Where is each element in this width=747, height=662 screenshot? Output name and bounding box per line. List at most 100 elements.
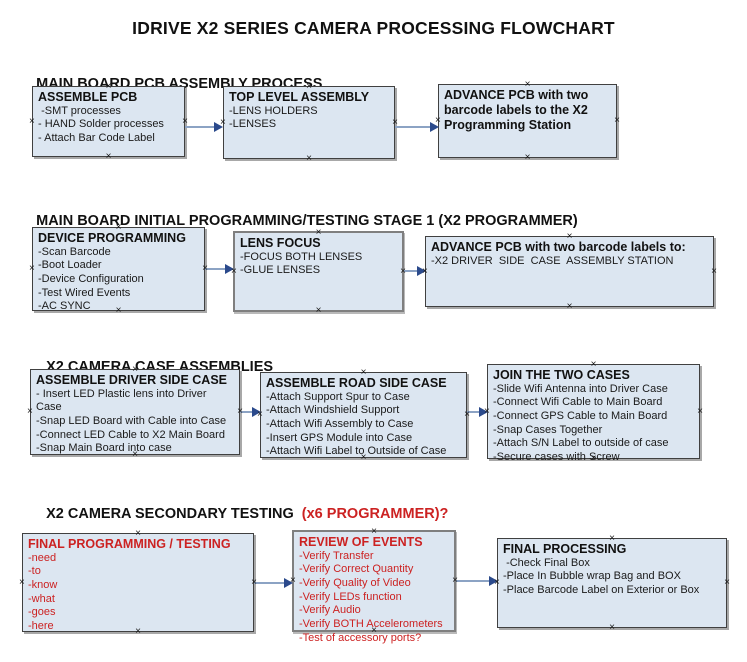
- box-item: -Verify BOTH Accelerometers: [299, 617, 443, 630]
- arrowhead-icon: [284, 578, 293, 588]
- box-item: -goes: [28, 606, 56, 619]
- flow-box-review-of-events: REVIEW OF EVENTS -Verify Transfer-Verify…: [290, 526, 458, 644]
- box-items: -LENS HOLDERS-LENSES: [229, 105, 390, 132]
- box-title: ADVANCE PCB with two barcode labels to t…: [444, 88, 589, 132]
- box-item: -SMT processes: [38, 104, 121, 117]
- connection-point-icon: ×: [452, 575, 458, 586]
- box-items: -SMT processes- HAND Solder processes- A…: [38, 105, 180, 146]
- flow-box-assemble-road-side-case: ASSEMBLE ROAD SIDE CASE -Attach Support …: [257, 368, 470, 463]
- connection-point-icon: ×: [202, 263, 208, 274]
- flow-arrow: [205, 264, 234, 274]
- flow-arrow: [456, 576, 498, 586]
- box-title: TOP LEVEL ASSEMBLY: [229, 90, 370, 104]
- connection-point-icon: ×: [251, 576, 257, 588]
- connection-point-icon: ×: [609, 622, 615, 633]
- connection-point-icon: ×: [105, 81, 112, 92]
- section-header-text: MAIN BOARD INITIAL PROGRAMMING/TESTING S…: [36, 213, 578, 229]
- box-item: -Place Barcode Label on Exterior or Box: [503, 584, 700, 596]
- box-item: -Connect GPS Cable to Main Board: [493, 410, 668, 422]
- connection-point-icon: ×: [237, 406, 243, 417]
- connection-point-icon: ×: [182, 115, 188, 127]
- connection-point-icon: ×: [566, 301, 573, 312]
- box-item: -Place In Bubble wrap Bag and BOX: [503, 570, 681, 583]
- arrowhead-icon: [479, 407, 488, 417]
- connection-point-icon: ×: [484, 405, 490, 417]
- arrowhead-icon: [430, 122, 439, 132]
- flow-box-device-programming: DEVICE PROGRAMMING -Scan Barcode-Boot Lo…: [29, 223, 208, 316]
- connection-point-icon: ×: [371, 526, 377, 537]
- box-item: -Attach Wifi Assembly to Case: [266, 418, 414, 430]
- box-item: -Snap Cases Together: [493, 423, 603, 436]
- arrowhead-icon: [489, 576, 498, 586]
- box-item: -Verify Audio: [299, 604, 361, 617]
- box-item: -Scan Barcode: [38, 245, 111, 258]
- flow-arrow: [240, 407, 261, 417]
- section-header-red-text: (x6 PROGRAMMER)?: [297, 506, 449, 522]
- connection-point-icon: ×: [105, 151, 112, 162]
- box-title: ASSEMBLE ROAD SIDE CASE: [266, 376, 447, 390]
- box-item: -X2 DRIVER SIDE CASE ASSEMBLY STATION: [431, 254, 674, 267]
- connection-point-icon: ×: [115, 222, 122, 233]
- connection-point-icon: ×: [115, 305, 122, 316]
- connection-point-icon: ×: [29, 115, 35, 127]
- connection-point-icon: ×: [711, 265, 717, 277]
- box-title: LENS FOCUS: [240, 236, 321, 250]
- connection-point-icon: ×: [315, 227, 322, 238]
- box-item: -Snap Main Board into case: [36, 442, 172, 455]
- box-item: - Insert LED Plastic lens into Driver Ca…: [36, 387, 210, 414]
- box-item: -need: [28, 551, 57, 564]
- section-header-secondary-testing: X2 CAMERA SECONDARY TESTING (x6 PROGRAMM…: [30, 490, 448, 538]
- box-title: ASSEMBLE PCB: [38, 90, 138, 104]
- page-title: IDRIVE X2 SERIES CAMERA PROCESSING FLOWC…: [132, 18, 615, 38]
- connection-point-icon: ×: [290, 575, 296, 586]
- box-title: JOIN THE TWO CASES: [493, 368, 630, 382]
- connection-point-icon: ×: [132, 449, 138, 460]
- box-item: -Device Configuration: [38, 273, 144, 285]
- connection-point-icon: ×: [371, 625, 377, 636]
- flow-box-top-level-assembly: TOP LEVEL ASSEMBLY -LENS HOLDERS-LENSES …: [220, 82, 398, 164]
- connection-point-icon: ×: [697, 405, 703, 417]
- connection-point-icon: ×: [306, 153, 312, 164]
- connection-point-icon: ×: [724, 577, 730, 588]
- box-item: -Attach S/N Label to outside of case: [493, 437, 669, 450]
- flow-arrow: [254, 578, 293, 588]
- section-header-initial-programming: MAIN BOARD INITIAL PROGRAMMING/TESTING S…: [20, 197, 578, 245]
- box-item: -Test of accessory ports?: [299, 631, 422, 644]
- connection-point-icon: ×: [464, 409, 470, 420]
- box-item: -FOCUS BOTH LENSES: [240, 250, 363, 263]
- connection-point-icon: ×: [400, 265, 406, 277]
- box-item: - HAND Solder processes: [38, 118, 164, 131]
- box-item: -Attach Wifi Label to Outside of Case: [266, 445, 447, 458]
- box-item: -here: [28, 619, 54, 632]
- connection-point-icon: ×: [257, 409, 263, 420]
- connection-point-icon: ×: [524, 152, 531, 163]
- box-item: -Verify Correct Quantity: [299, 563, 414, 576]
- arrowhead-icon: [252, 407, 261, 417]
- flow-box-final-processing: FINAL PROCESSING -Check Final Box-Place …: [494, 534, 730, 633]
- connection-point-icon: ×: [614, 115, 620, 126]
- connection-point-icon: ×: [392, 116, 398, 128]
- box-item: -Verify LEDs function: [299, 590, 402, 603]
- connection-point-icon: ×: [315, 305, 322, 316]
- connection-point-icon: ×: [135, 626, 141, 637]
- connection-point-icon: ×: [29, 263, 35, 274]
- box-items: -FOCUS BOTH LENSES-GLUE LENSES: [240, 251, 398, 278]
- connection-point-icon: ×: [609, 533, 615, 544]
- box-items: -need-to-know-what-goes-here: [28, 552, 249, 634]
- connection-point-icon: ×: [524, 79, 531, 90]
- flow-box-join-the-two-cases: JOIN THE TWO CASES -Slide Wifi Antenna i…: [484, 360, 703, 464]
- box-item: -Verify Transfer: [299, 549, 374, 562]
- connection-point-icon: ×: [360, 452, 367, 463]
- box-item: -LENSES: [229, 118, 277, 131]
- box-title: ASSEMBLE DRIVER SIDE CASE: [36, 373, 228, 387]
- flow-arrow: [467, 407, 488, 417]
- connection-point-icon: ×: [590, 453, 597, 464]
- box-item: -Attach Support Spur to Case: [266, 390, 410, 403]
- connection-point-icon: ×: [422, 265, 428, 277]
- connection-point-icon: ×: [132, 364, 138, 375]
- arrowhead-icon: [214, 122, 223, 132]
- box-item: - Attach Bar Code Label: [38, 132, 155, 144]
- box-item: -Slide Wifi Antenna into Driver Case: [493, 382, 668, 395]
- connection-point-icon: ×: [231, 265, 237, 277]
